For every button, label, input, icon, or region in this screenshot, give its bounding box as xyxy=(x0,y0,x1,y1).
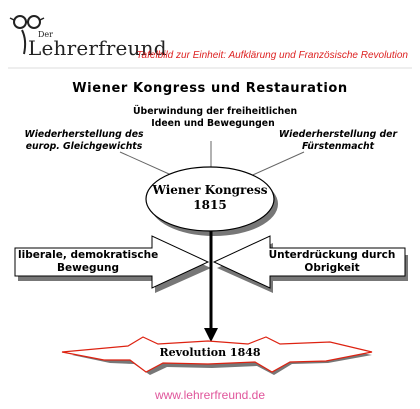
left-arrow-line2: Bewegung xyxy=(57,262,119,274)
logo-glasses-icon xyxy=(9,15,45,55)
right-arrow-line2: Obrigkeit xyxy=(304,262,360,274)
label-top-left: Wiederherstellung des europ. Gleichgewic… xyxy=(14,129,154,153)
footer-url[interactable]: www.lehrerfreund.de xyxy=(154,388,266,402)
center-node-title: Wiener Kongress xyxy=(152,183,268,197)
label-top-right-line2: Fürstenmacht xyxy=(301,141,375,152)
label-top-left-line1: Wiederherstellung des xyxy=(24,129,144,140)
label-top-left-line2: europ. Gleichgewichts xyxy=(25,141,143,152)
revolution-burst xyxy=(61,336,373,375)
left-arrow-shape xyxy=(14,235,210,289)
right-arrow-shape xyxy=(212,235,406,289)
right-arrow-line1: Unterdrückung durch xyxy=(268,249,396,261)
left-arrow-line1: liberale, demokratische xyxy=(18,249,159,261)
header-subtitle: Tafelbild zur Einheit: Aufklärung und Fr… xyxy=(136,50,408,61)
diagram-title: Wiener Kongress und Restauration xyxy=(72,81,348,96)
center-node-label: Wiener Kongress 1815 xyxy=(146,183,274,213)
label-top-center: Überwindung der freiheitlichen Ideen und… xyxy=(133,106,298,130)
center-node-year: 1815 xyxy=(193,198,227,212)
revolution-label: Revolution 1848 xyxy=(159,346,261,359)
right-arrow-label: Unterdrückung durch Obrigkeit xyxy=(262,249,402,275)
logo-badge: Der xyxy=(38,30,53,39)
label-top-right: Wiederherstellung der Fürstenmacht xyxy=(268,129,408,153)
left-arrow-label: liberale, demokratische Bewegung xyxy=(18,249,158,275)
label-top-center-line1: Überwindung der freiheitlichen xyxy=(133,106,298,117)
connector-left xyxy=(119,151,179,179)
connector-right xyxy=(245,151,305,179)
logo-text: Lehrerfreund xyxy=(28,36,167,60)
label-top-right-line1: Wiederherstellung der xyxy=(278,129,398,140)
label-top-center-line2: Ideen und Bewegungen xyxy=(151,118,275,129)
down-arrow-head xyxy=(204,328,218,342)
